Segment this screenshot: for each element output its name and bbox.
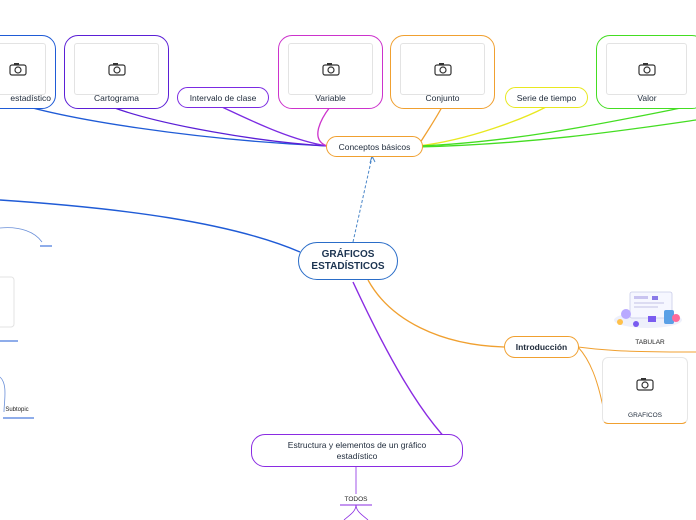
node-label: Estructura y elementos de un gráfico est… <box>287 439 427 461</box>
image-placeholder <box>0 43 46 95</box>
todos-label: TODOS <box>344 496 368 503</box>
card-label: Conjunto <box>425 93 460 103</box>
card-valor[interactable]: Valor <box>596 35 696 109</box>
image-placeholder <box>606 43 687 95</box>
pill-label: Serie de tiempo <box>516 92 577 103</box>
camera-icon <box>433 63 452 76</box>
image-placeholder <box>609 363 681 405</box>
node-introduccion[interactable]: Introducción <box>504 336 579 358</box>
camera-icon <box>321 63 340 76</box>
node-conceptos-basicos[interactable]: Conceptos básicos <box>326 136 423 157</box>
card-label: GRAFICOS <box>628 412 662 419</box>
image-placeholder <box>400 43 485 95</box>
tabular-label: TABULAR <box>635 339 665 346</box>
camera-icon <box>637 63 656 76</box>
subtopic-label: Subtopic <box>5 407 29 413</box>
node-estructura[interactable]: Estructura y elementos de un gráfico est… <box>251 434 463 467</box>
card-graficos[interactable]: GRAFICOS <box>602 357 688 424</box>
pill-serie-de-tiempo[interactable]: Serie de tiempo <box>505 87 588 108</box>
central-label: GRÁFICOS ESTADÍSTICOS <box>311 249 385 272</box>
camera-icon <box>636 378 654 391</box>
image-placeholder <box>288 43 373 95</box>
node-label: Introducción <box>515 342 568 352</box>
card-variable[interactable]: Variable <box>278 35 383 109</box>
central-node[interactable]: GRÁFICOS ESTADÍSTICOS <box>298 242 398 280</box>
card-cartograma[interactable]: Cartograma <box>64 35 169 109</box>
card-label: Valor <box>637 93 657 103</box>
camera-icon <box>107 63 126 76</box>
card-label: Variable <box>315 93 346 103</box>
card-estadistico[interactable]: estadístico <box>0 35 56 109</box>
card-label: estadístico <box>10 93 51 103</box>
camera-icon <box>9 63 27 76</box>
card-conjunto[interactable]: Conjunto <box>390 35 495 109</box>
pill-label: Intervalo de clase <box>189 92 257 103</box>
pill-intervalo-de-clase[interactable]: Intervalo de clase <box>177 87 269 108</box>
card-label: Cartograma <box>94 93 139 103</box>
image-placeholder <box>74 43 159 95</box>
node-label: Conceptos básicos <box>338 141 411 152</box>
tabular-illustration <box>608 284 688 332</box>
